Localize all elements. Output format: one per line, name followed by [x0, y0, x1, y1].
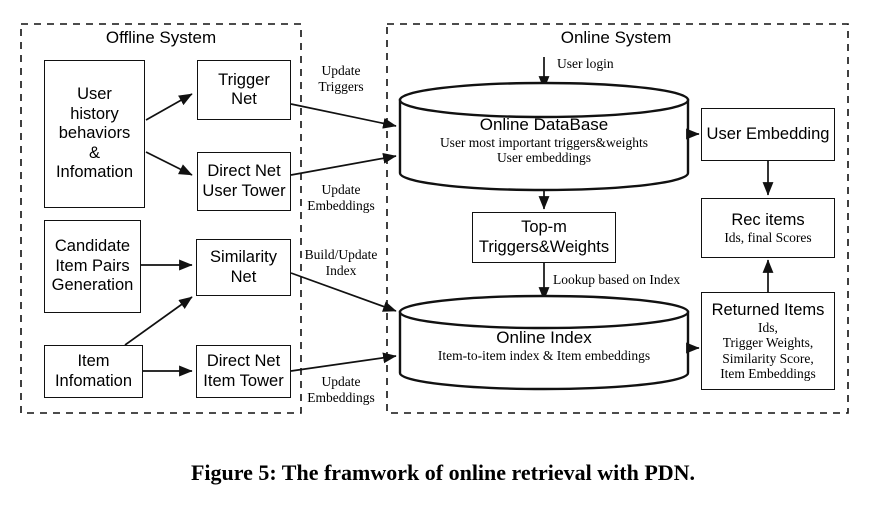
node-item-information-label: Item Infomation [54, 352, 133, 390]
node-similarity-net[interactable]: Similarity Net [196, 239, 291, 296]
edge-label-update-triggers: Update Triggers [318, 63, 364, 94]
edge-label-build-update-index: Build/Update Index [304, 247, 378, 278]
edge-similaritynet-to-onlineindex [290, 272, 397, 312]
node-candidate-item-pairs-generation-label: Candidate Item Pairs Generation [51, 237, 134, 295]
node-direct-net-item-tower[interactable]: Direct Net Item Tower [196, 345, 291, 398]
edge-label-update-embeddings-user: Update Embeddings [307, 182, 375, 213]
offline-panel-title: Offline System [105, 28, 217, 47]
online-database-shape [398, 81, 690, 192]
node-rec-items-sublabel: Ids, final Scores [724, 230, 812, 246]
edge-label-update-embeddings-item: Update Embeddings [307, 374, 375, 405]
edge-userhistory-to-directnetuser [145, 151, 193, 176]
node-user-embedding[interactable]: User Embedding [701, 108, 835, 161]
node-returned-items[interactable]: Returned Items Ids, Trigger Weights, Sim… [701, 292, 835, 390]
node-top-m-triggers-weights[interactable]: Top-m Triggers&Weights [472, 212, 616, 263]
node-trigger-net[interactable]: Trigger Net [197, 60, 291, 120]
edge-directnetitem-to-onlineindex [290, 352, 397, 372]
node-candidate-item-pairs-generation[interactable]: Candidate Item Pairs Generation [44, 220, 141, 313]
node-user-history-behaviors-label: User history behaviors & Infomation [55, 85, 134, 182]
node-top-m-triggers-weights-label: Top-m Triggers&Weights [478, 218, 610, 256]
edge-userhistory-to-triggernet [145, 93, 193, 121]
edge-triggernet-to-onlinedb [290, 103, 397, 129]
node-item-information[interactable]: Item Infomation [44, 345, 143, 398]
figure-caption: Figure 5: The framwork of online retriev… [190, 460, 696, 485]
edge-directnetuser-to-onlinedb [290, 152, 397, 176]
node-direct-net-user-tower-label: Direct Net User Tower [202, 162, 286, 200]
online-index-shape [398, 294, 690, 391]
edge-iteminfo-to-similaritynet [124, 296, 193, 346]
node-direct-net-item-tower-label: Direct Net Item Tower [203, 352, 284, 390]
node-returned-items-label: Returned Items [711, 300, 825, 319]
node-user-embedding-label: User Embedding [706, 124, 830, 143]
node-trigger-net-label: Trigger Net [218, 70, 270, 108]
edge-label-user-login: User login [557, 56, 614, 71]
node-rec-items-label: Rec items [731, 210, 805, 229]
online-panel-title: Online System [560, 28, 672, 47]
edge-label-lookup-based-on-index: Lookup based on Index [553, 272, 681, 287]
node-rec-items[interactable]: Rec items Ids, final Scores [701, 198, 835, 258]
offline-panel-border [20, 23, 302, 414]
node-direct-net-user-tower[interactable]: Direct Net User Tower [197, 152, 291, 211]
node-returned-items-sublabel: Ids, Trigger Weights, Similarity Score, … [720, 319, 816, 382]
node-user-history-behaviors[interactable]: User history behaviors & Infomation [44, 60, 145, 208]
online-panel-border [386, 23, 849, 414]
node-similarity-net-label: Similarity Net [210, 248, 277, 286]
